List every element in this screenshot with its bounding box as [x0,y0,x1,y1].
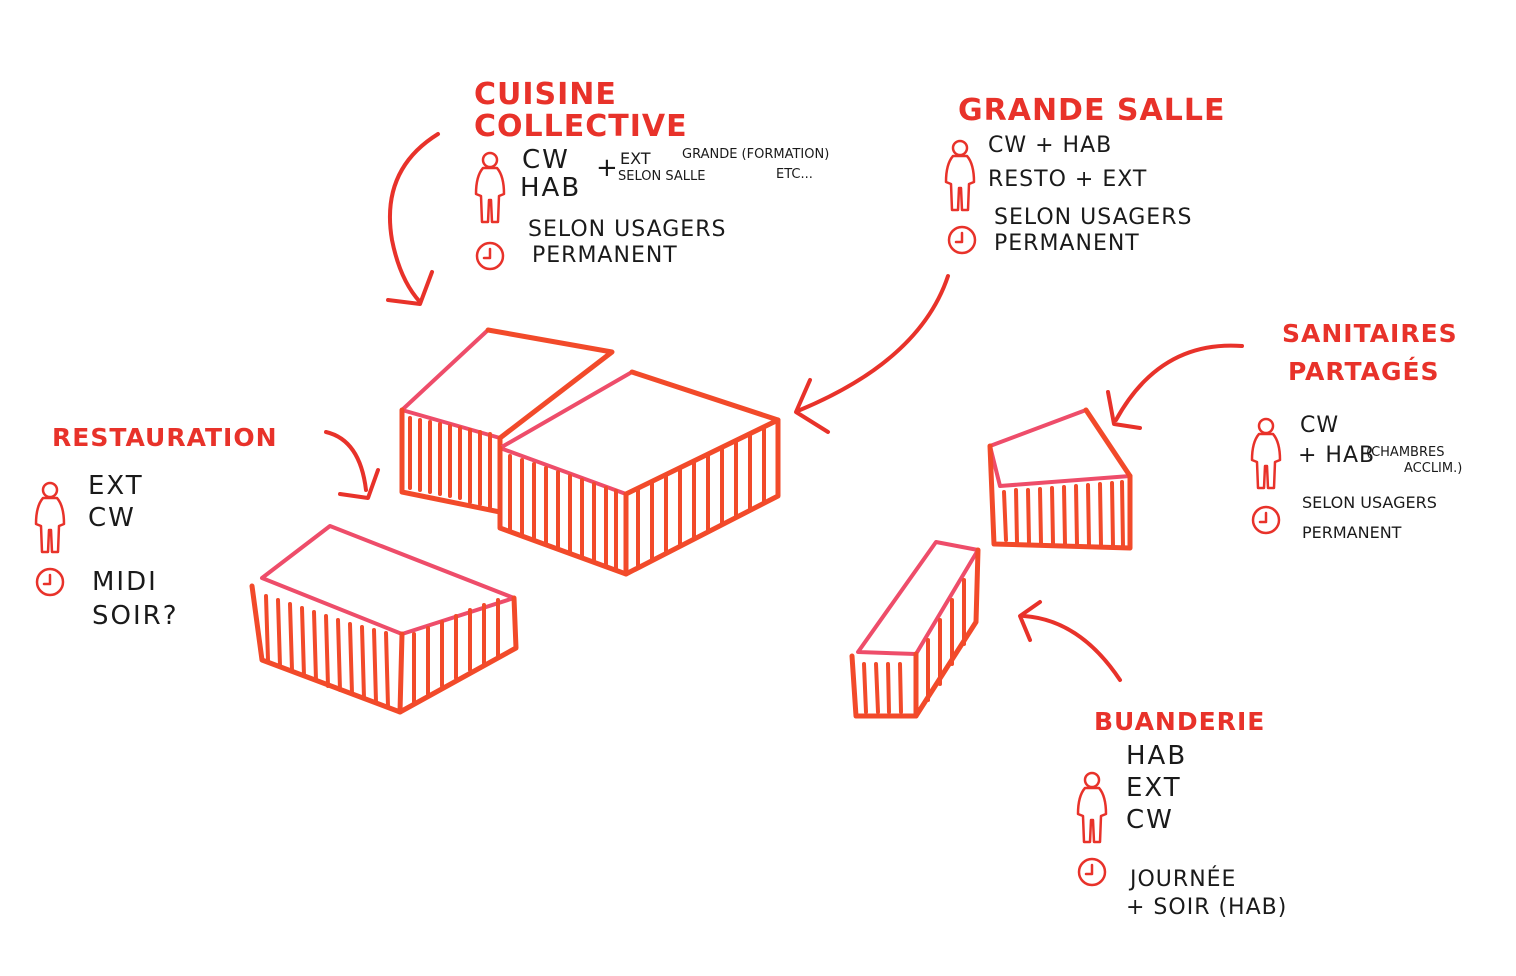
container-sanitaires [987,407,1133,551]
sanitaires-title-1: SANITAIRES [1282,319,1458,348]
arrow-restauration [324,430,380,500]
cuisine-extra-right-1: GRANDE (FORMATION) [682,147,829,162]
person-icon [1076,771,1108,844]
label-grande-salle: GRANDE SALLE CW + HAB RESTO + EXT SELON … [944,93,1225,256]
person-icon [474,151,506,224]
clock-icon [1077,857,1107,887]
arrow-buanderie [1018,600,1122,682]
buanderie-title: BUANDERIE [1094,707,1265,736]
container-restauration-hatching [264,594,500,708]
restauration-title: RESTAURATION [52,423,278,452]
sanitaires-users-note-2: ACCLIM.) [1404,461,1462,476]
sanitaires-users-2: + HAB [1298,443,1375,468]
label-sanitaires: SANITAIRES PARTAGÉS CW + HAB (CHAMBRES A… [1250,319,1462,542]
container-buanderie [849,540,981,719]
arrow-sanitaires [1106,343,1244,430]
container-buanderie-hatching [862,578,966,714]
restauration-users-2: CW [88,503,136,533]
grande-salle-time-1: SELON USAGERS [994,205,1192,230]
cuisine-plus: + [596,153,620,183]
restauration-time-1: MIDI [92,567,158,597]
cuisine-title-2: COLLECTIVE [474,109,688,144]
container-restauration [249,524,519,715]
buanderie-users-1: HAB [1126,741,1187,771]
person-icon [944,139,976,212]
sanitaires-time-2: PERMANENT [1302,523,1402,542]
cuisine-time-1: SELON USAGERS [528,217,726,242]
container-grande-salle-hatching [508,425,766,572]
restauration-time-2: SOIR? [92,601,179,631]
grande-salle-time-2: PERMANENT [994,231,1140,256]
grande-salle-title: GRANDE SALLE [958,93,1225,128]
buanderie-users-2: EXT [1126,773,1182,803]
clock-icon [35,567,65,597]
buanderie-users-3: CW [1126,805,1174,835]
cuisine-extra-right-2: ETC... [776,167,813,182]
arrow-grande-salle [794,274,950,434]
cuisine-users-1: CW [522,145,570,175]
sanitaires-time-1: SELON USAGERS [1302,493,1437,512]
cuisine-time-2: PERMANENT [532,243,678,268]
sanitaires-users-1: CW [1300,413,1339,438]
clock-icon [1251,505,1281,535]
person-icon [34,481,66,554]
buanderie-time-1: JOURNÉE [1128,866,1236,892]
cuisine-extra-1: EXT [620,149,651,168]
label-restauration: RESTAURATION EXT CW MIDI SOIR? [34,423,278,631]
cuisine-extra-2: SELON SALLE [618,169,705,184]
sanitaires-title-2: PARTAGÉS [1288,357,1440,386]
sanitaires-users-note-1: (CHAMBRES [1366,445,1444,460]
restauration-users-1: EXT [88,471,144,501]
clock-icon [475,241,505,271]
label-cuisine: CUISINE COLLECTIVE CW HAB + EXT SELON SA… [474,77,829,271]
cuisine-users-2: HAB [520,173,581,203]
arrow-cuisine [386,132,440,306]
buanderie-time-2: + SOIR (HAB) [1126,895,1287,920]
grande-salle-users-2: RESTO + EXT [988,167,1147,192]
container-cuisine [399,327,615,515]
container-cuisine-hatching [408,416,492,509]
grande-salle-users-1: CW + HAB [988,133,1112,158]
container-sanitaires-hatching [1002,480,1125,548]
label-buanderie: BUANDERIE HAB EXT CW JOURNÉE + SOIR (HAB… [1076,707,1287,920]
cuisine-title-1: CUISINE [474,77,617,112]
person-icon [1250,417,1282,490]
clock-icon [947,225,977,255]
container-grande-salle [497,369,781,577]
